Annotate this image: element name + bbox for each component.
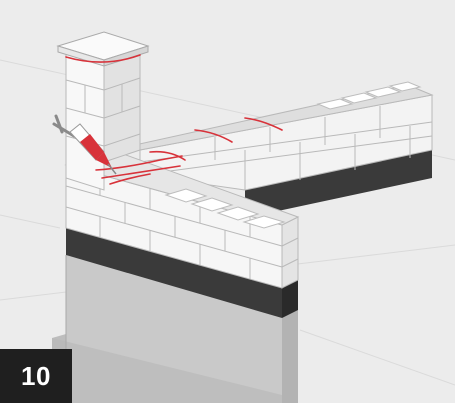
- step-number: 10: [21, 361, 51, 392]
- step-number-badge: 10: [0, 349, 72, 403]
